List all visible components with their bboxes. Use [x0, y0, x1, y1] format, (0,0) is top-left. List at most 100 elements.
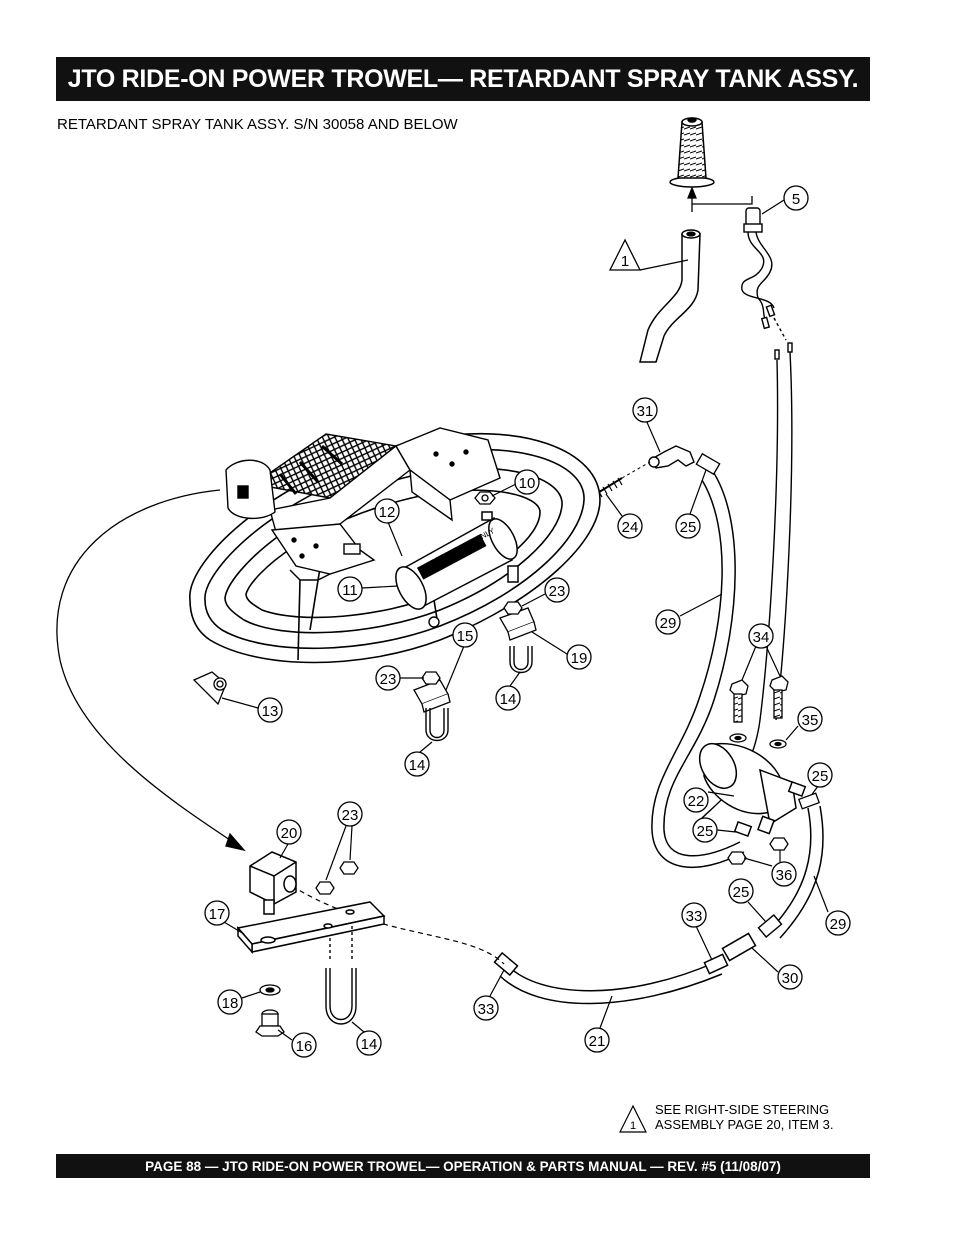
hose-21 — [493, 951, 729, 1005]
callout-23b: 23 — [375, 665, 424, 691]
callout-13-label: 13 — [262, 703, 279, 720]
note-marker: 1 — [630, 1120, 636, 1132]
callout-14b: 14 — [404, 741, 433, 777]
callout-25a-label: 25 — [680, 519, 697, 536]
assembly-subtitle: RETARDANT SPRAY TANK ASSY. S/N 30058 AND… — [57, 116, 458, 133]
callout-22: 22 — [683, 787, 735, 813]
washers-35 — [729, 733, 787, 749]
callout-31: 31 — [632, 397, 661, 453]
callout-13: 13 — [221, 697, 283, 723]
callout-25b: 25 — [797, 762, 833, 810]
callout-35-label: 35 — [802, 712, 819, 729]
bolt-34b — [769, 675, 789, 719]
note-triangle-icon: 1 — [619, 1104, 647, 1133]
callout-34-label: 34 — [753, 629, 770, 646]
callout-23a-label: 23 — [549, 583, 566, 600]
hose-29-lower — [769, 805, 824, 939]
callout-33b-label: 33 — [478, 1001, 495, 1018]
callout-23c: 23 — [325, 801, 363, 881]
detail-arrow — [56, 489, 246, 852]
spray-switch — [741, 207, 793, 360]
note-line-1: SEE RIGHT-SIDE STEERING — [655, 1102, 830, 1117]
callout-29b-label: 29 — [830, 916, 847, 933]
coupler-30 — [721, 932, 757, 962]
callout-20-label: 20 — [281, 825, 298, 842]
callout-10: 10 — [491, 469, 540, 497]
fitting-16 — [255, 1009, 285, 1037]
callout-15-label: 15 — [457, 628, 474, 645]
callout-34: 34 — [741, 623, 781, 681]
callout-30: 30 — [751, 947, 803, 990]
callout-1: 1 — [608, 238, 689, 271]
callout-23b-label: 23 — [380, 671, 397, 688]
callout-10-label: 10 — [519, 475, 536, 492]
callout-21: 21 — [584, 995, 613, 1053]
bracket-19 — [499, 601, 537, 641]
drain-plug — [192, 671, 227, 706]
callout-17: 17 — [204, 900, 245, 935]
callout-25b-label: 25 — [812, 768, 829, 785]
callout-29b: 29 — [813, 875, 851, 936]
nut-10 — [474, 491, 496, 505]
callout-33b: 33 — [473, 969, 505, 1021]
callout-11-label: 11 — [342, 582, 358, 599]
bracket-15 — [413, 671, 451, 713]
callout-16-label: 16 — [296, 1038, 313, 1055]
mounting-plate-17 — [236, 901, 386, 954]
callout-18-label: 18 — [222, 995, 239, 1012]
nuts-23-plate — [315, 861, 359, 895]
callout-33a: 33 — [681, 902, 713, 961]
callout-19: 19 — [531, 631, 592, 670]
callout-29a-label: 29 — [660, 615, 677, 632]
note-text: SEE RIGHT-SIDE STEERING ASSEMBLY PAGE 20… — [655, 1102, 833, 1132]
callout-1-label: 1 — [621, 253, 629, 270]
callout-12-label: 12 — [379, 504, 396, 521]
callout-23c-label: 23 — [342, 807, 359, 824]
page-title: JTO RIDE-ON POWER TROWEL— RETARDANT SPRA… — [67, 64, 859, 93]
callout-14b-label: 14 — [409, 757, 426, 774]
callout-25d-label: 25 — [733, 884, 750, 901]
callout-24-label: 24 — [622, 519, 639, 536]
dashed-connection — [291, 885, 505, 965]
callout-22-label: 22 — [688, 793, 705, 810]
callout-31-label: 31 — [637, 403, 654, 420]
page-footer-bar: PAGE 88 — JTO RIDE-ON POWER TROWEL— OPER… — [56, 1154, 870, 1178]
callout-33a-label: 33 — [686, 908, 703, 925]
callout-25d: 25 — [728, 878, 767, 923]
callout-11: 11 — [337, 576, 399, 602]
callout-14a-label: 14 — [500, 691, 517, 708]
callout-14c: 14 — [351, 1021, 382, 1056]
solenoid-block-20 — [249, 851, 297, 915]
handle-arrow — [687, 186, 753, 212]
callout-14a: 14 — [495, 671, 521, 711]
callout-14c-label: 14 — [361, 1036, 378, 1053]
callout-29a: 29 — [655, 593, 723, 635]
callout-12: 12 — [374, 498, 403, 557]
callout-36: 36 — [743, 850, 797, 887]
page-title-bar: JTO RIDE-ON POWER TROWEL— RETARDANT SPRA… — [56, 57, 870, 101]
seat-platform — [225, 427, 501, 628]
washer-18 — [259, 984, 281, 996]
callout-19-label: 19 — [571, 650, 588, 667]
hose-29-upper — [651, 469, 745, 869]
callout-16: 16 — [277, 1029, 317, 1058]
note-line-2: ASSEMBLY PAGE 20, ITEM 3. — [655, 1117, 834, 1132]
callout-21-label: 21 — [589, 1033, 606, 1050]
callout-30-label: 30 — [782, 970, 799, 987]
u-bolt-14a — [425, 708, 449, 742]
callout-36-label: 36 — [776, 867, 793, 884]
callout-15: 15 — [445, 622, 478, 691]
elbow-fitting — [648, 445, 695, 469]
callout-5: 5 — [761, 185, 809, 215]
handle-grip — [669, 117, 715, 188]
callout-20: 20 — [276, 819, 302, 859]
reference-note: 1 SEE RIGHT-SIDE STEERING ASSEMBLY PAGE … — [618, 1102, 878, 1138]
spring-leader — [621, 461, 651, 479]
callout-35: 35 — [785, 706, 823, 741]
callout-25c: 25 — [692, 817, 737, 843]
callout-18: 18 — [217, 989, 261, 1015]
u-bolt-14c — [325, 926, 357, 1025]
callout-5-label: 5 — [792, 191, 800, 208]
callout-25a: 25 — [675, 452, 721, 539]
